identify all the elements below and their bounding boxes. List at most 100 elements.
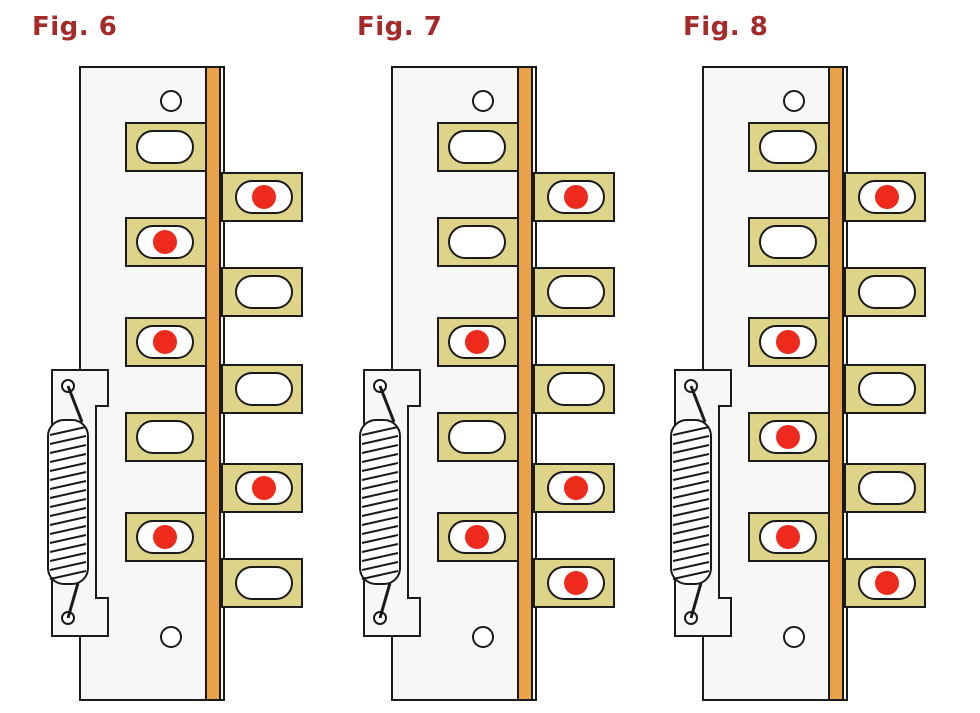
spring-hook [689, 385, 707, 423]
slot [858, 372, 916, 406]
spring-dot [564, 476, 588, 500]
spring-coil [361, 516, 399, 526]
slot [136, 130, 194, 164]
spring-dot [776, 425, 800, 449]
figure-7: Fig. 7 [312, 0, 622, 713]
spring-dot [252, 476, 276, 500]
spring-hook [689, 582, 703, 619]
spring-coil [672, 453, 710, 463]
spring-dot [153, 330, 177, 354]
slot [547, 372, 605, 406]
slot [235, 275, 293, 309]
spring-dot [252, 185, 276, 209]
spring-coil [49, 471, 87, 481]
screw-hole [472, 90, 494, 112]
spring-coil [361, 471, 399, 481]
spring-coil [672, 525, 710, 535]
spring-coil [672, 480, 710, 490]
spring-coil [361, 489, 399, 499]
spring-coil [361, 498, 399, 508]
spring-coil [361, 525, 399, 535]
spring-coil [49, 525, 87, 535]
spring-hook [378, 385, 396, 423]
spring-dot [465, 330, 489, 354]
spring-hook [66, 582, 80, 619]
spring-dot [153, 230, 177, 254]
spring-coil [361, 453, 399, 463]
figure-6: Fig. 6 [0, 0, 310, 713]
spring-coil [672, 561, 710, 571]
spring-coil [672, 534, 710, 544]
plate [391, 66, 537, 701]
slot [858, 471, 916, 505]
screw-hole [783, 626, 805, 648]
slot [235, 566, 293, 600]
slot [235, 372, 293, 406]
tremolo-claw-diagram [47, 66, 303, 701]
slot [858, 275, 916, 309]
spring-coil [672, 444, 710, 454]
screw-hole [783, 90, 805, 112]
spring-coil [49, 453, 87, 463]
figure-label: Fig. 6 [32, 12, 118, 42]
spring-dot [564, 185, 588, 209]
spring-coil [49, 498, 87, 508]
spring-coil [672, 516, 710, 526]
spring-coil [361, 444, 399, 454]
spring-coil [361, 543, 399, 553]
spring-coil [49, 507, 87, 517]
spring-dot [153, 525, 177, 549]
spring-coil [49, 561, 87, 571]
spring-coil [49, 462, 87, 472]
spring-coil [49, 426, 87, 436]
tremolo-claw-diagram [670, 66, 926, 701]
spring-dot [875, 571, 899, 595]
spring-coil [49, 435, 87, 445]
spring-coil [361, 480, 399, 490]
spring-coil [672, 462, 710, 472]
figure-8: Fig. 8 [623, 0, 933, 713]
screw-hole [160, 626, 182, 648]
slot [448, 130, 506, 164]
spring-coil [49, 534, 87, 544]
slot [759, 225, 817, 259]
spring-coil [49, 489, 87, 499]
figure-label: Fig. 8 [683, 12, 769, 42]
screw-hole [160, 90, 182, 112]
spring-coil [49, 570, 87, 580]
spring-coil [672, 471, 710, 481]
slot [136, 420, 194, 454]
spring-coil [361, 462, 399, 472]
spring-coil [672, 543, 710, 553]
spring-dot [776, 525, 800, 549]
spring-coil [361, 570, 399, 580]
spring-dot [776, 330, 800, 354]
spring-hook [378, 582, 392, 619]
spring-coil [361, 534, 399, 544]
screw-hole [472, 626, 494, 648]
spring-coil [361, 426, 399, 436]
spring-coil [672, 570, 710, 580]
spring-coil [672, 489, 710, 499]
center-bar [205, 66, 221, 701]
spring-coil [672, 498, 710, 508]
spring-coil [361, 561, 399, 571]
spring-hook [66, 385, 84, 423]
spring-coil [672, 426, 710, 436]
spring-coil [49, 444, 87, 454]
center-bar [517, 66, 533, 701]
spring-dot [465, 525, 489, 549]
slot [448, 420, 506, 454]
slot [759, 130, 817, 164]
spring-coil [361, 435, 399, 445]
spring-dot [564, 571, 588, 595]
spring-coil [672, 552, 710, 562]
spring-coil [49, 516, 87, 526]
center-bar [828, 66, 844, 701]
figure-label: Fig. 7 [357, 12, 443, 42]
spring-coil [49, 480, 87, 490]
spring-coil [361, 507, 399, 517]
slot [547, 275, 605, 309]
spring-dot [875, 185, 899, 209]
spring-coil [672, 507, 710, 517]
